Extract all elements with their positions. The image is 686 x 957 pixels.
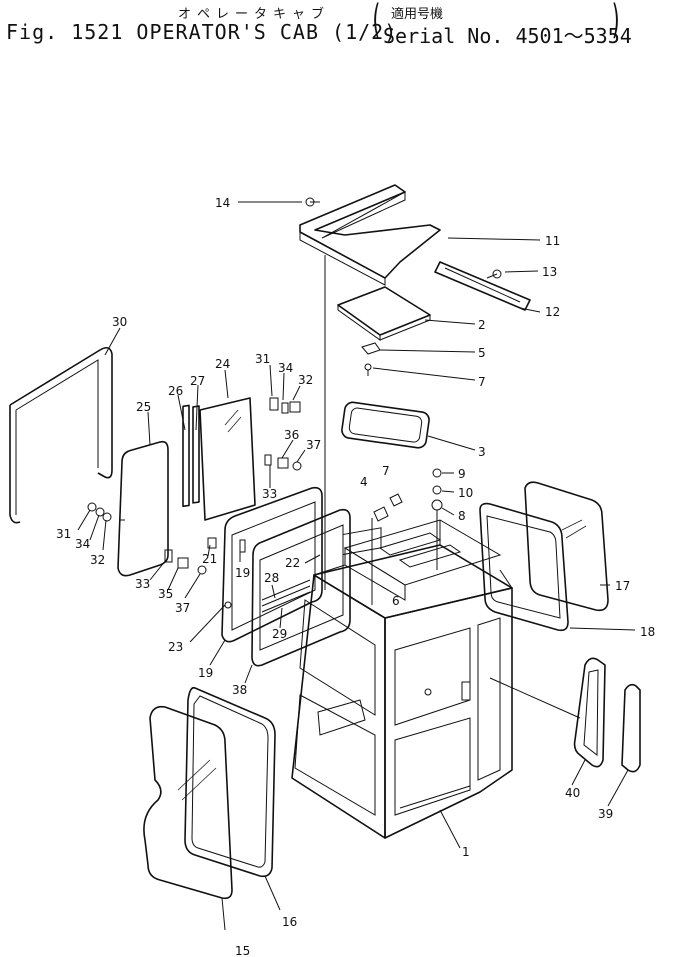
top-bracket-assembly xyxy=(299,184,531,311)
callout-40: 40 xyxy=(565,786,580,800)
callout-22: 22 xyxy=(285,556,300,570)
close-bracket: ) xyxy=(610,0,623,43)
serial-range: Serial No. 4501～5354 xyxy=(383,24,632,48)
figure-header: オペレータキャブ Fig. 1521 OPERATOR'S CAB (1/2) … xyxy=(0,0,686,60)
callout-19b: 19 xyxy=(198,666,213,680)
callout-33b: 33 xyxy=(135,577,150,591)
callout-32b: 32 xyxy=(90,553,105,567)
callout-29: 29 xyxy=(272,627,287,641)
callout-31b: 31 xyxy=(56,527,71,541)
window-seal-strip xyxy=(9,346,113,524)
callout-33a: 33 xyxy=(262,487,277,501)
callout-numbers: 1 2 3 4 5 6 7 7 8 9 10 11 12 13 14 15 16… xyxy=(56,196,655,957)
callout-37a: 37 xyxy=(306,438,321,452)
callout-25: 25 xyxy=(136,400,151,414)
callout-15: 15 xyxy=(235,944,250,957)
callout-12: 12 xyxy=(545,305,560,319)
callout-13: 13 xyxy=(542,265,557,279)
callout-18: 18 xyxy=(640,625,655,639)
callout-9: 9 xyxy=(458,467,466,481)
callout-14: 14 xyxy=(215,196,230,210)
callout-17: 17 xyxy=(615,579,630,593)
callout-21: 21 xyxy=(202,552,217,566)
callout-4: 4 xyxy=(360,475,368,489)
callout-24: 24 xyxy=(215,357,230,371)
callout-32a: 32 xyxy=(298,373,313,387)
sliding-window-frame-left xyxy=(221,486,323,643)
side-window-glass xyxy=(117,440,169,577)
door-glass xyxy=(143,705,233,900)
callout-28: 28 xyxy=(264,571,279,585)
callout-7b: 7 xyxy=(382,464,390,478)
callout-2: 2 xyxy=(478,318,486,332)
callout-34b: 34 xyxy=(75,537,90,551)
callout-19a: 19 xyxy=(235,566,250,580)
callout-38: 38 xyxy=(232,683,247,697)
callout-11: 11 xyxy=(545,234,560,248)
right-side-glass xyxy=(524,481,609,612)
callout-1: 1 xyxy=(462,845,470,859)
latch-hardware-left xyxy=(87,502,217,575)
callout-26: 26 xyxy=(168,384,183,398)
callout-6: 6 xyxy=(392,594,400,608)
slide-rails xyxy=(182,404,200,508)
open-bracket: ( xyxy=(370,0,383,43)
rear-seal xyxy=(573,657,606,768)
callout-5: 5 xyxy=(478,346,486,360)
callout-10: 10 xyxy=(458,486,473,500)
callout-35: 35 xyxy=(158,587,173,601)
callout-34a: 34 xyxy=(278,361,293,375)
sliding-window-frame-right xyxy=(251,508,351,667)
door-seal xyxy=(184,686,276,878)
callout-37b: 37 xyxy=(175,601,190,615)
sliding-glass-panel xyxy=(199,397,256,521)
roof-seal xyxy=(341,401,430,449)
callout-7a: 7 xyxy=(478,375,486,389)
callout-27: 27 xyxy=(190,374,205,388)
figure-title: Fig. 1521 OPERATOR'S CAB (1/2) xyxy=(6,20,398,44)
rear-glass xyxy=(621,683,641,773)
callout-3: 3 xyxy=(478,445,486,459)
callout-36: 36 xyxy=(284,428,299,442)
callout-8: 8 xyxy=(458,509,466,523)
right-side-seal xyxy=(479,502,569,632)
callout-23: 23 xyxy=(168,640,183,654)
leader-lines xyxy=(238,201,636,849)
callout-31a: 31 xyxy=(255,352,270,366)
callout-leaders-left xyxy=(77,327,629,931)
cover-plate xyxy=(337,286,431,341)
callout-39: 39 xyxy=(598,807,613,821)
japanese-serial-label: 適用号機 xyxy=(391,7,444,22)
callout-30: 30 xyxy=(112,315,127,329)
japanese-title: オペレータキャブ xyxy=(178,7,331,22)
small-fasteners-top xyxy=(361,342,381,376)
callout-16: 16 xyxy=(282,915,297,929)
